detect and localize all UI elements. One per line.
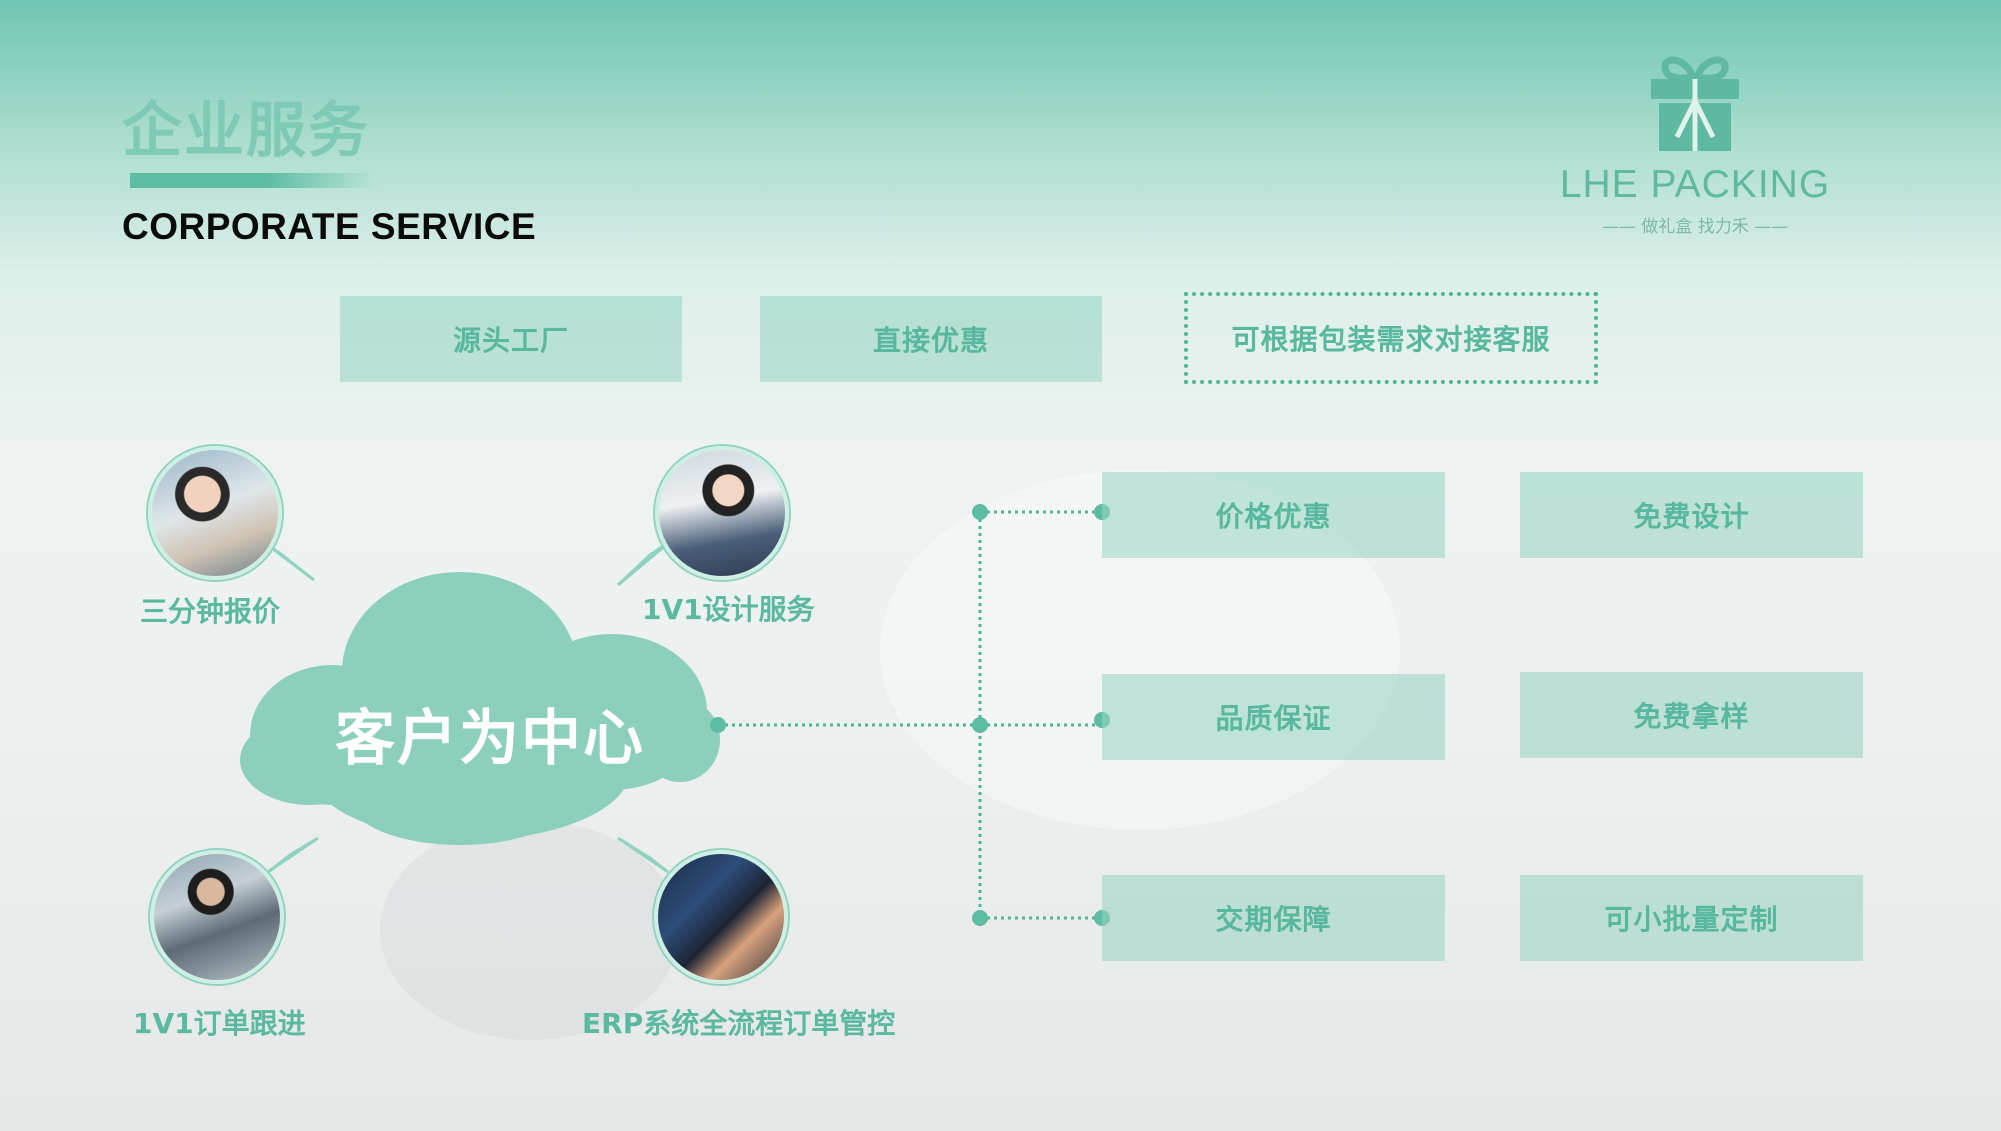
logo-name: LHE PACKING: [1559, 163, 1831, 206]
avatar-label: 1V1设计服务: [642, 593, 815, 626]
page-title: 企业服务: [122, 96, 370, 166]
avatar-label: ERP系统全流程订单管控: [582, 1007, 896, 1040]
benefit-box-small-batch: 可小批量定制: [1520, 875, 1863, 961]
avatar-pointer: [617, 836, 669, 874]
benefit-label: 品质保证: [1215, 702, 1332, 735]
customer-service-agent-photo: [148, 446, 282, 580]
feature-box-source-factory: 源头工厂: [340, 296, 682, 382]
benefit-box-free-sample: 免费拿样: [1520, 672, 1863, 758]
feature-box-customer-service: 可根据包装需求对接客服: [1184, 292, 1598, 384]
benefit-label: 可小批量定制: [1604, 903, 1779, 936]
feature-box-direct-discount: 直接优惠: [760, 296, 1102, 382]
connector-dot: [972, 910, 988, 926]
benefit-box-free-design: 免费设计: [1520, 472, 1863, 558]
benefit-box-quality: 品质保证: [1102, 674, 1445, 760]
company-logo: LHE PACKING —— 做礼盒 找力禾 ——: [1555, 55, 1835, 245]
center-label: 客户为中心: [335, 704, 645, 774]
feature-box-label: 可根据包装需求对接客服: [1231, 323, 1551, 356]
avatar-pointer: [267, 836, 319, 874]
avatar-label: 三分钟报价: [140, 595, 281, 628]
benefit-label: 交期保障: [1215, 903, 1332, 936]
benefit-label: 价格优惠: [1215, 500, 1332, 533]
connector-dot: [972, 717, 988, 733]
logo-slogan: —— 做礼盒 找力禾 ——: [1601, 217, 1789, 237]
avatar-pointer: [267, 543, 315, 582]
benefit-box-delivery: 交期保障: [1102, 875, 1445, 961]
title-underline: [130, 173, 375, 188]
avatar-label: 1V1订单跟进: [133, 1007, 306, 1040]
cloud-shape: [240, 572, 720, 845]
avatar-pointer: [616, 538, 673, 587]
designer-photo: [655, 446, 789, 580]
feature-box-label: 直接优惠: [872, 324, 989, 357]
page-subtitle: CORPORATE SERVICE: [122, 206, 537, 247]
factory-worker-photo: [150, 850, 284, 984]
benefit-label: 免费拿样: [1633, 700, 1750, 733]
benefit-label: 免费设计: [1633, 500, 1750, 533]
benefit-box-price: 价格优惠: [1102, 472, 1445, 558]
connector-dot: [710, 717, 726, 733]
connector-dot: [972, 504, 988, 520]
computer-keyboard-photo: [654, 850, 788, 984]
feature-box-label: 源头工厂: [452, 324, 569, 357]
gift-box-icon: [1651, 56, 1739, 151]
